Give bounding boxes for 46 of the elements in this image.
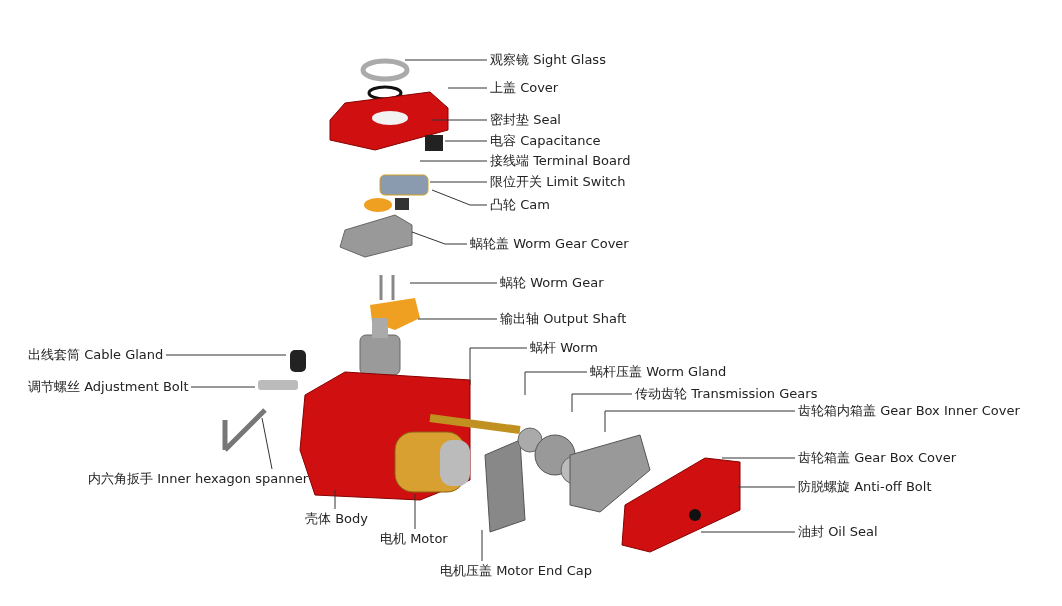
leader-line: [165, 354, 287, 356]
part-label: 防脱螺旋 Anti-off Bolt: [798, 479, 932, 495]
part-label: 蜗杆压盖 Worm Gland: [590, 364, 727, 380]
part-label: 内六角扳手 Inner hexagon spanner: [88, 471, 308, 487]
part-label: 限位开关 Limit Switch: [490, 174, 626, 190]
part-label: 密封垫 Seal: [490, 112, 561, 128]
part-label: 输出轴 Output Shaft: [500, 311, 627, 327]
part-label: 蜗轮 Worm Gear: [500, 275, 604, 291]
leader-line: [431, 119, 488, 121]
leader-line: [524, 371, 588, 396]
part-label: 齿轮箱盖 Gear Box Cover: [798, 450, 956, 466]
part-label: 电机 Motor: [380, 531, 448, 547]
part-label: 壳体 Body: [305, 511, 368, 527]
part-label: 接线端 Terminal Board: [490, 153, 631, 169]
part-label: 出线套筒 Cable Gland: [28, 347, 164, 363]
leader-line: [447, 87, 488, 89]
part-label: 齿轮箱内箱盖 Gear Box Inner Cover: [798, 403, 1020, 419]
part-label: 上盖 Cover: [490, 80, 559, 96]
leader-line: [721, 457, 796, 459]
part-label: 调节螺丝 Adjustment Bolt: [28, 379, 189, 395]
leader-line: [700, 531, 796, 533]
leader-line: [419, 160, 488, 162]
part-label: 凸轮 Cam: [490, 197, 550, 213]
leader-line: [604, 410, 796, 433]
leader-line: [417, 318, 498, 320]
part-label: 电容 Capacitance: [490, 133, 601, 149]
leader-line: [261, 417, 273, 470]
leader-line: [429, 181, 488, 183]
part-label: 传动齿轮 Transmission Gears: [635, 386, 818, 402]
leader-line: [334, 489, 336, 510]
part-label: 观察镜 Sight Glass: [490, 52, 606, 68]
leader-line: [469, 347, 528, 386]
leader-line: [444, 140, 488, 142]
part-label: 油封 Oil Seal: [798, 524, 878, 540]
leader-line: [481, 529, 483, 562]
leader-line: [571, 393, 633, 413]
part-label: 蜗轮盖 Worm Gear Cover: [470, 236, 629, 252]
leader-line: [737, 486, 796, 488]
leader-line: [414, 493, 416, 530]
part-label: 蜗杆 Worm: [530, 340, 598, 356]
part-label: 电机压盖 Motor End Cap: [440, 563, 592, 579]
leader-line: [411, 231, 468, 245]
leader-line: [404, 59, 488, 61]
leader-line: [190, 386, 256, 388]
leader-line: [431, 189, 488, 206]
leader-line: [409, 282, 498, 284]
